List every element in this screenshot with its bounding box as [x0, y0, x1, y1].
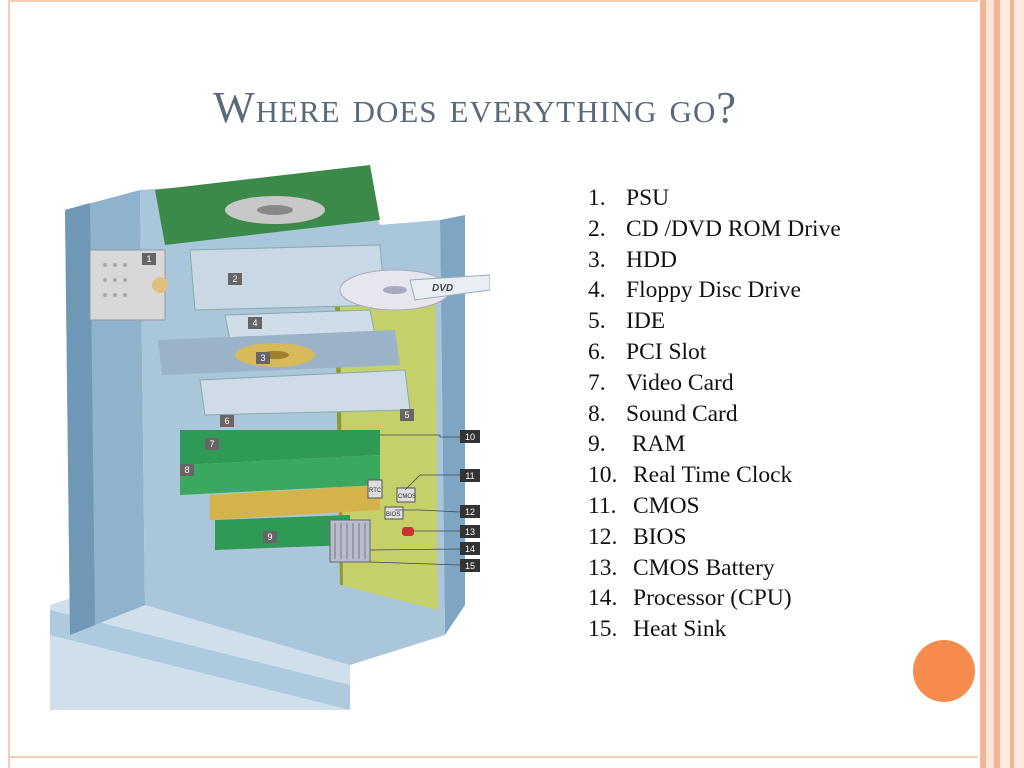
list-item: 14.Processor (CPU): [588, 585, 792, 612]
list-item: 11.CMOS: [588, 492, 700, 519]
callout-7: 7: [209, 439, 214, 449]
list-item: 12.BIOS: [588, 523, 687, 550]
callout-5: 5: [404, 410, 409, 420]
sound-card: [180, 455, 380, 495]
callout-4: 4: [252, 318, 257, 328]
callout-15: 15: [465, 561, 475, 571]
callout-3: 3: [260, 353, 265, 363]
accent-circle: [913, 640, 975, 702]
callout-labels: 1 2 3 4 5 6 7 8 9 10 11 12 13 14 15: [142, 253, 480, 572]
callout-10: 10: [465, 432, 475, 442]
list-item: 7.Video Card: [588, 369, 734, 396]
slide-frame-left: [8, 0, 10, 768]
list-item: 15.Heat Sink: [588, 616, 727, 643]
list-item: 1.PSU: [588, 185, 670, 211]
list-item: 3.HDD: [588, 246, 677, 273]
list-item: 10.Real Time Clock: [588, 462, 793, 489]
list-item: 4.Floppy Disc Drive: [588, 277, 801, 304]
computer-case-diagram: DVD RTC CMOS BIOS 1 2 3 4: [50, 165, 490, 710]
parts-list: 1.PSU 2.CD /DVD ROM Drive 3.HDD 4.Floppy…: [588, 183, 853, 645]
slide-title: Where does everything go?: [213, 83, 737, 132]
callout-11: 11: [465, 471, 474, 481]
decorative-stripes: [978, 0, 1024, 768]
list-item: 2.CD /DVD ROM Drive: [588, 215, 841, 242]
callout-2: 2: [232, 274, 237, 284]
list-item: 8.Sound Card: [588, 400, 738, 427]
callout-6: 6: [224, 416, 229, 426]
cmos-battery: [402, 527, 414, 536]
list-item: 6.PCI Slot: [588, 338, 707, 365]
callout-13: 13: [465, 527, 475, 537]
callout-1: 1: [146, 254, 151, 264]
callout-12: 12: [465, 507, 475, 517]
slide-frame-bottom: [8, 756, 993, 758]
callout-9: 9: [267, 532, 272, 542]
dvd-logo-text: DVD: [432, 283, 453, 294]
bios-chip-label: BIOS: [386, 512, 400, 518]
callout-8: 8: [184, 465, 189, 475]
list-item: 9. RAM: [588, 431, 686, 458]
slide-frame-top: [8, 0, 993, 2]
rtc-chip-label: RTC: [369, 488, 382, 494]
ram: [215, 515, 350, 550]
list-item: 13.CMOS Battery: [588, 554, 775, 581]
callout-14: 14: [465, 544, 475, 554]
cpu-heatsink: [329, 519, 371, 563]
list-item: 5.IDE: [588, 308, 666, 335]
video-card: [180, 430, 380, 465]
case-right-wall: [440, 215, 465, 635]
cmos-chip-label: CMOS: [398, 494, 416, 500]
